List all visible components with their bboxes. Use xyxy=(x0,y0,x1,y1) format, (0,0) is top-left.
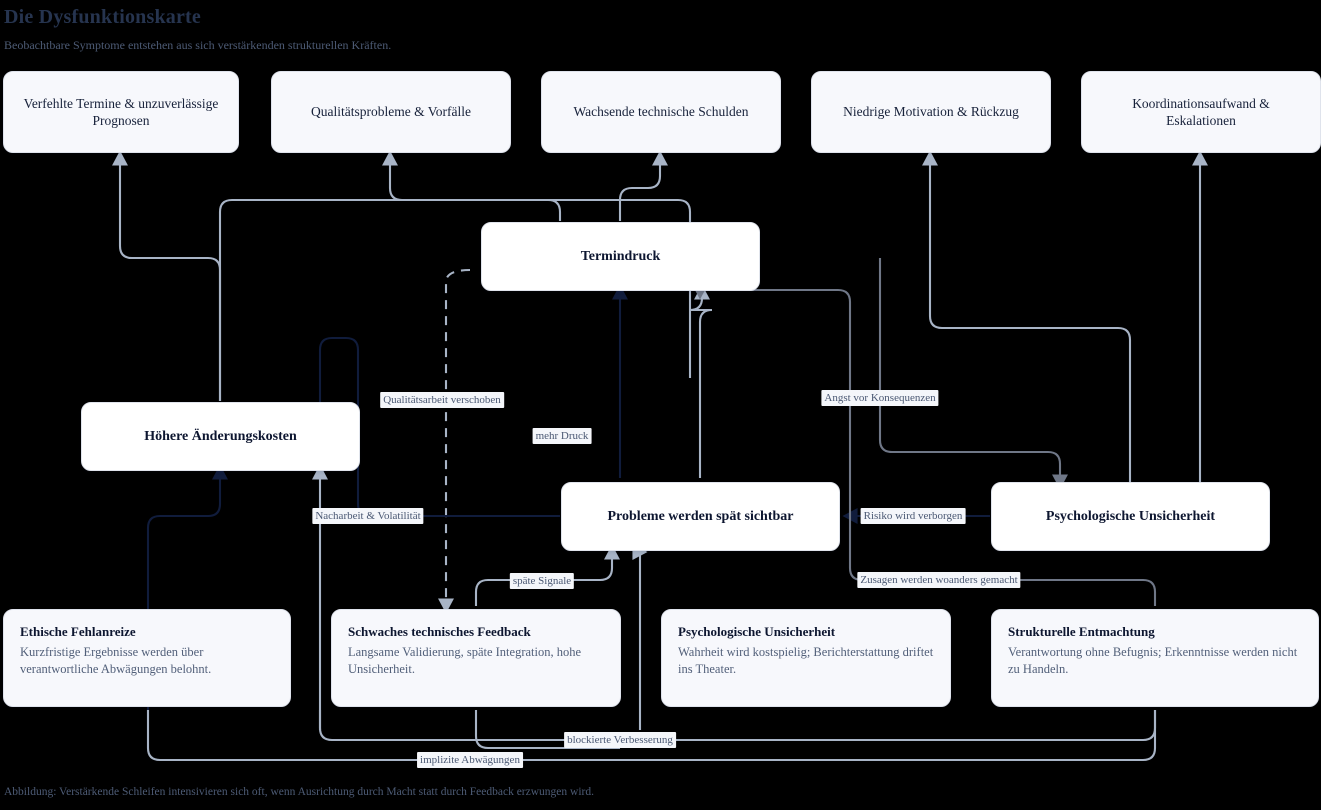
edge-label-qualitaetsarbeit: Qualitätsarbeit verschoben xyxy=(380,392,504,408)
symptom-card-niedrige-motivation[interactable]: Niedrige Motivation & Rückzug xyxy=(811,71,1051,153)
core-node-label: Probleme werden spät sichtbar xyxy=(607,508,794,524)
edge-termindruck-to-schulden xyxy=(618,150,668,221)
core-node-spaet-sichtbar[interactable]: Probleme werden spät sichtbar xyxy=(561,482,840,551)
edge-label-mehr-druck: mehr Druck xyxy=(532,428,592,444)
edge-label-zusagen-woanders: Zusagen werden woanders gemacht xyxy=(857,572,1021,588)
symptom-card-qualitaetsprobleme[interactable]: Qualitätsprobleme & Vorfälle xyxy=(271,71,511,153)
root-cause-card-strukturelle-entmachtung[interactable]: Strukturelle Entmachtung Verantwortung o… xyxy=(991,609,1319,707)
edge-implizite-abwaegungen xyxy=(146,710,1157,762)
edge-blockierte-verbesserung xyxy=(318,710,1157,742)
root-cause-title: Ethische Fehlanreize xyxy=(20,624,136,639)
edge-label-angst-vor-konsequenzen: Angst vor Konsequenzen xyxy=(821,390,939,406)
edge-feedback-bottom-rail xyxy=(474,710,620,750)
figure-caption: Abbildung: Verstärkende Schleifen intens… xyxy=(4,786,594,798)
page-subtitle: Beobachtbare Symptome entstehen aus sich… xyxy=(4,38,392,52)
root-cause-card-psychologische-unsicherheit[interactable]: Psychologische Unsicherheit Wahrheit wir… xyxy=(661,609,951,707)
edge-termindruck-to-feedback-dashed xyxy=(438,268,471,614)
core-node-label: Psychologische Unsicherheit xyxy=(1045,508,1216,524)
edge-psych-to-motivation xyxy=(922,150,1132,482)
edge-spaet-right-to-termindruck xyxy=(689,284,713,478)
edge-label-risiko-wird-verborgen: Risiko wird verborgen xyxy=(860,508,966,524)
root-cause-description: Langsame Validierung, späte Integration,… xyxy=(348,644,582,676)
root-cause-title: Psychologische Unsicherheit xyxy=(678,624,836,639)
edge-label-nacharbeit-volatilitaet: Nacharbeit & Volatilität xyxy=(312,508,424,524)
root-cause-description: Verantwortung ohne Befugnis; Erkenntniss… xyxy=(1008,644,1298,676)
core-node-aenderungskosten[interactable]: Höhere Änderungskosten xyxy=(81,402,360,471)
edge-label-blockierte-verbesserung: blockierte Verbesserung xyxy=(564,732,676,748)
symptom-card-technische-schulden[interactable]: Wachsende technische Schulden xyxy=(541,71,781,153)
root-cause-title: Schwaches technisches Feedback xyxy=(348,624,531,639)
edge-label-spaete-signale: späte Signale xyxy=(509,573,575,589)
core-node-termindruck[interactable]: Termindruck xyxy=(481,222,760,291)
core-node-psychologische-unsicherheit[interactable]: Psychologische Unsicherheit xyxy=(991,482,1270,551)
symptom-label: Wachsende technische Schulden xyxy=(573,104,749,120)
page-title: Die Dysfunktionskarte xyxy=(4,6,201,28)
root-cause-card-schwaches-feedback[interactable]: Schwaches technisches Feedback Langsame … xyxy=(331,609,621,707)
symptom-label: Niedrige Motivation & Rückzug xyxy=(843,104,1019,120)
symptom-label: Koordinationsaufwand & Eskalationen xyxy=(1132,95,1270,128)
root-cause-card-ethische-fehlanreize[interactable]: Ethische Fehlanreize Kurzfristige Ergebn… xyxy=(3,609,291,707)
edge-label-implizite-abwaegungen: implizite Abwägungen xyxy=(417,752,523,768)
root-cause-description: Kurzfristige Ergebnisse werden über vera… xyxy=(20,644,212,676)
symptom-card-koordinationsaufwand[interactable]: Koordinationsaufwand & Eskalationen xyxy=(1081,71,1321,153)
symptom-label: Qualitätsprobleme & Vorfälle xyxy=(311,104,471,120)
core-node-label: Termindruck xyxy=(580,248,661,264)
edge-termindruck-to-psych xyxy=(878,258,1068,490)
root-cause-description: Wahrheit wird kostspielig; Berichterstat… xyxy=(678,644,934,676)
edge-termindruck-to-qualitaet xyxy=(382,150,562,221)
root-cause-title: Strukturelle Entmachtung xyxy=(1008,624,1155,639)
symptom-card-verfehlte-termine[interactable]: Verfehlte Termine & unzuverlässige Progn… xyxy=(3,71,239,153)
edge-into-kosten-left xyxy=(146,464,228,740)
edge-spaet-to-qualitaet xyxy=(218,198,692,401)
symptom-label: Verfehlte Termine & unzuverlässige Progn… xyxy=(23,95,219,128)
edge-kosten-to-termine xyxy=(112,150,222,401)
core-node-label: Höhere Änderungskosten xyxy=(144,428,297,444)
